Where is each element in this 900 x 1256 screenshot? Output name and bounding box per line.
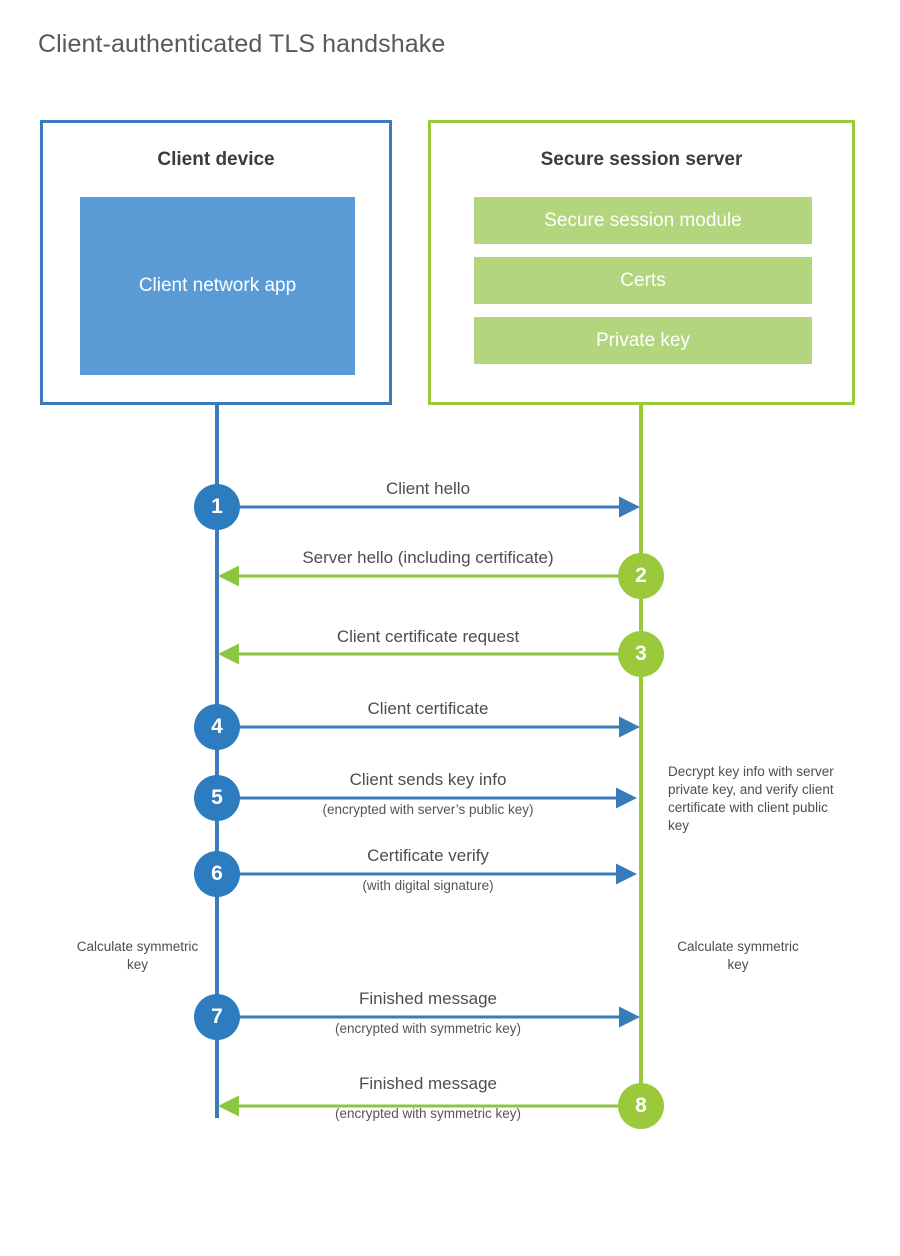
server-modules-list: Secure session module Certs Private key [474, 197, 812, 364]
note-client-calculate-symmetric-key: Calculate symmetric key [76, 939, 199, 972]
server-lifeline [639, 403, 643, 1106]
server-module-private-key: Private key [474, 317, 812, 364]
server-module-secure-session-module: Secure session module [474, 197, 812, 244]
message-label-5: Client sends key info (encrypted with se… [228, 769, 628, 820]
server-module-certs: Certs [474, 257, 812, 304]
message-primary-5: Client sends key info [349, 770, 507, 789]
message-label-2: Server hello (including certificate) [228, 547, 628, 569]
message-secondary-5: (encrypted with server’s public key) [322, 802, 534, 817]
message-secondary-7: (encrypted with symmetric key) [334, 1021, 522, 1036]
message-label-1: Client hello [228, 478, 628, 500]
message-primary-2: Server hello (including certificate) [302, 548, 554, 567]
message-primary-4: Client certificate [367, 699, 489, 718]
step-circle-1[interactable]: 1 [194, 484, 240, 530]
step-circle-5[interactable]: 5 [194, 775, 240, 821]
client-device-box: Client device Client network app [40, 120, 392, 405]
secure-session-server-box: Secure session server Secure session mod… [428, 120, 855, 405]
note-server-calculate-symmetric-key: Calculate symmetric key [677, 939, 799, 972]
message-primary-7: Finished message [359, 989, 497, 1008]
message-label-4: Client certificate [228, 698, 628, 720]
client-lifeline [215, 403, 219, 1118]
note-server-decrypt: Decrypt key info with server private key… [668, 764, 834, 833]
step-circle-2[interactable]: 2 [618, 553, 664, 599]
message-primary-3: Client certificate request [336, 627, 520, 646]
step-circle-4[interactable]: 4 [194, 704, 240, 750]
message-label-6: Certificate verify (with digital signatu… [228, 845, 628, 896]
step-circle-6[interactable]: 6 [194, 851, 240, 897]
step-circle-3[interactable]: 3 [618, 631, 664, 677]
client-network-app-block: Client network app [80, 197, 355, 375]
message-label-3: Client certificate request [228, 626, 628, 648]
message-label-8: Finished message (encrypted with symmetr… [228, 1073, 628, 1124]
message-secondary-8: (encrypted with symmetric key) [334, 1106, 522, 1121]
message-label-7: Finished message (encrypted with symmetr… [228, 988, 628, 1039]
message-primary-8: Finished message [359, 1074, 497, 1093]
step-circle-7[interactable]: 7 [194, 994, 240, 1040]
message-primary-1: Client hello [385, 479, 471, 498]
step-circle-8[interactable]: 8 [618, 1083, 664, 1129]
message-primary-6: Certificate verify [367, 846, 489, 865]
client-network-app-label: Client network app [138, 275, 297, 296]
secure-session-server-title: Secure session server [540, 149, 743, 170]
page-title: Client-authenticated TLS handshake [38, 30, 446, 58]
message-secondary-6: (with digital signature) [362, 878, 494, 893]
client-device-title: Client device [157, 149, 275, 170]
